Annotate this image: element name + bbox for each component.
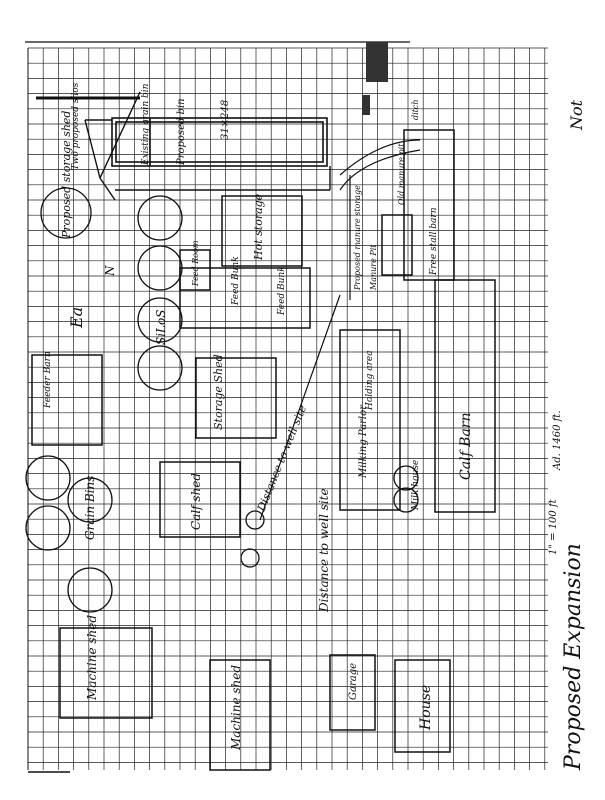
calf-shed-building [159,461,241,538]
label-distance-to-well-2: Distance to well site [317,488,331,613]
label-ad-note: Ad. 1460 ft. [552,410,563,471]
label-hot-storage: Hot storage [252,193,265,261]
milk-house-circle-1 [393,465,419,491]
label-calf-barn: Calf Barn [458,412,474,480]
top-mark-tab [362,95,370,115]
label-storage-shed: Storage Shed [212,354,225,430]
garage-building [329,654,376,731]
label-holding-area: Holding area [365,350,375,411]
label-silos: SiLoS [154,310,168,345]
hot-storage-building [221,195,303,267]
label-machine-shed-2: Machine shed [229,665,243,751]
silo-circle-4 [137,345,183,391]
label-feed-bunk-2: Feed Bunk [277,266,287,316]
label-feed-room: Feed Room [191,240,200,287]
label-existing-grain-bin: Existing grain bin [141,83,151,166]
machine-shed-2-building [209,659,271,771]
buildings [31,129,496,771]
label-garage: Garage [348,663,359,700]
label-ditch: ditch [411,99,420,120]
label-proposed-storage-shed: Proposed storage shed [60,111,73,239]
silo-circle-1 [137,195,183,241]
well-circle [245,510,265,530]
grain-bin-circle-2 [25,505,71,551]
label-size: 31×248 [220,100,231,140]
feeder-barn-building [31,354,103,446]
label-ea: Ea [67,307,86,329]
distance-lines [259,139,421,521]
north-marker: N [103,265,117,277]
milking-parlor-building [339,329,401,511]
scale-note: 1" = 100 ft [548,498,559,555]
machine-shed-1-building [59,627,153,719]
label-proposed-bin: Proposed bin [176,98,187,166]
label-proposed-manure-storage: Proposed manure storage [353,185,362,291]
label-feeder-barn: Feeder Barn [43,351,53,409]
grain-bin-circle-4 [67,567,113,613]
manure-pit-building [381,214,413,276]
label-feed-bunk-1: Feed Bunk [231,256,241,306]
proposed-storage-shed-circle [40,187,92,239]
milk-house-circle-2 [393,487,419,513]
proposed-silo-lines [84,91,331,201]
calf-barn-building [434,279,496,513]
label-milk-house: Milk house [411,460,421,511]
label-grain-bins: Grain Bins [83,476,97,540]
corner-note: Not [567,99,586,131]
label-calf-shed: Calf shed [189,473,203,530]
label-old-manure-pit: Old manure pit [397,143,406,205]
top-mark-block [366,42,388,82]
label-milking-parlor: Milking Parlor [358,404,369,479]
free-stall-barn-building [403,129,455,281]
label-manure-pit: Manure Pit [369,244,378,291]
graph-paper-grid [27,47,548,770]
well-circle-2 [240,548,260,568]
label-two-proposed-silos: Two proposed silos [71,82,81,170]
grain-bin-circle-1 [25,455,71,501]
label-free-stall-barn: Free stall barn [429,207,439,276]
sheet-title: Proposed Expansion [561,543,586,771]
feed-bunk-building [179,267,311,329]
silo-circle-3 [137,297,183,343]
storage-shed-building [195,357,277,439]
label-house: House [418,685,434,731]
label-machine-shed-1: Machine shed [85,615,99,701]
grain-bin-circle-3 [67,477,113,523]
house-building [394,659,451,753]
